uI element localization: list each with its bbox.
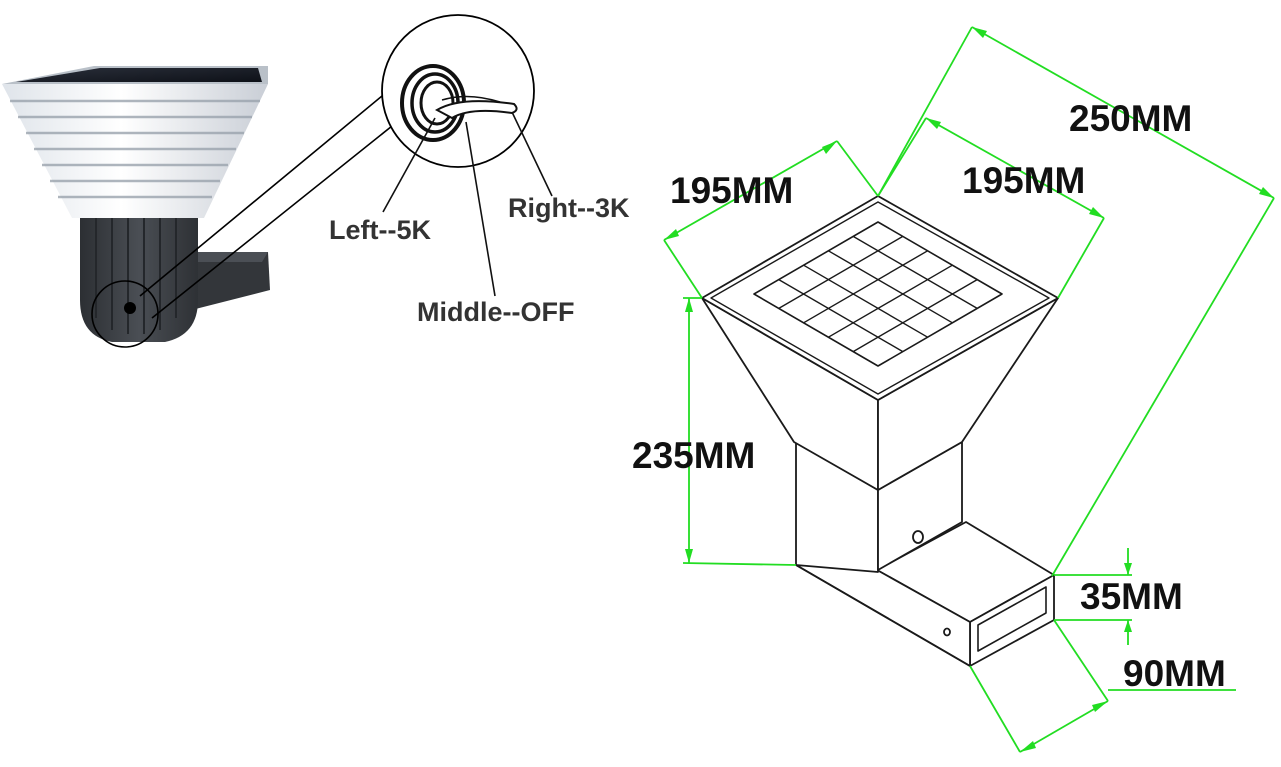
- solar-cell-divider: [803, 264, 928, 338]
- dim-250-line: [971, 26, 1275, 199]
- dim-label-195-right: 195MM: [962, 160, 1086, 201]
- solar-cell-divider: [852, 235, 978, 310]
- switch-hole-icon: [124, 302, 136, 314]
- solar-cell-divider: [803, 250, 928, 324]
- pointer-middle: [465, 121, 496, 297]
- dim-label-90: 90MM: [1123, 653, 1226, 694]
- switch-label-middle: Middle--OFF: [417, 297, 575, 327]
- solar-cell-divider: [828, 264, 953, 338]
- magnifier-leader-bottom: [151, 125, 393, 319]
- technical-drawing: [701, 195, 1059, 667]
- bracket-opening: [977, 586, 1047, 652]
- solar-panel: [753, 221, 1003, 367]
- dimension-lines: [663, 26, 1275, 753]
- lamp-photo: [2, 66, 270, 342]
- dim-195-right-line: [925, 117, 1105, 219]
- solar-cell-divider: [852, 278, 978, 353]
- dim-label-195-left: 195MM: [670, 170, 794, 211]
- switch-detail: [381, 14, 553, 297]
- solar-cell-divider: [778, 278, 904, 353]
- solar-panel-photo: [16, 68, 262, 82]
- screw-hole-small-icon: [943, 627, 951, 637]
- screw-hole-icon: [912, 530, 924, 544]
- switch-locator-circle: [91, 280, 159, 348]
- pointer-right: [511, 111, 553, 197]
- magnifier-leader-top: [139, 95, 383, 297]
- switch-label-right: Right--3K: [508, 193, 630, 223]
- magnifier-circle: [381, 14, 535, 168]
- dim-label-235: 235MM: [632, 435, 756, 476]
- dim-195-left-line: [663, 140, 838, 241]
- dim-label-35: 35MM: [1080, 576, 1183, 617]
- solar-cell-divider: [778, 235, 904, 310]
- toggle-lever: [434, 100, 518, 120]
- solar-cell-divider: [828, 250, 953, 324]
- dimension-arrows: [664, 27, 1274, 752]
- dim-90-line: [1019, 700, 1109, 753]
- solar-panel-grid: [778, 235, 978, 353]
- pointer-left: [382, 117, 436, 213]
- switch-label-left: Left--5K: [329, 215, 431, 245]
- dim-label-250: 250MM: [1069, 98, 1193, 139]
- lamp-post-body: [80, 212, 198, 342]
